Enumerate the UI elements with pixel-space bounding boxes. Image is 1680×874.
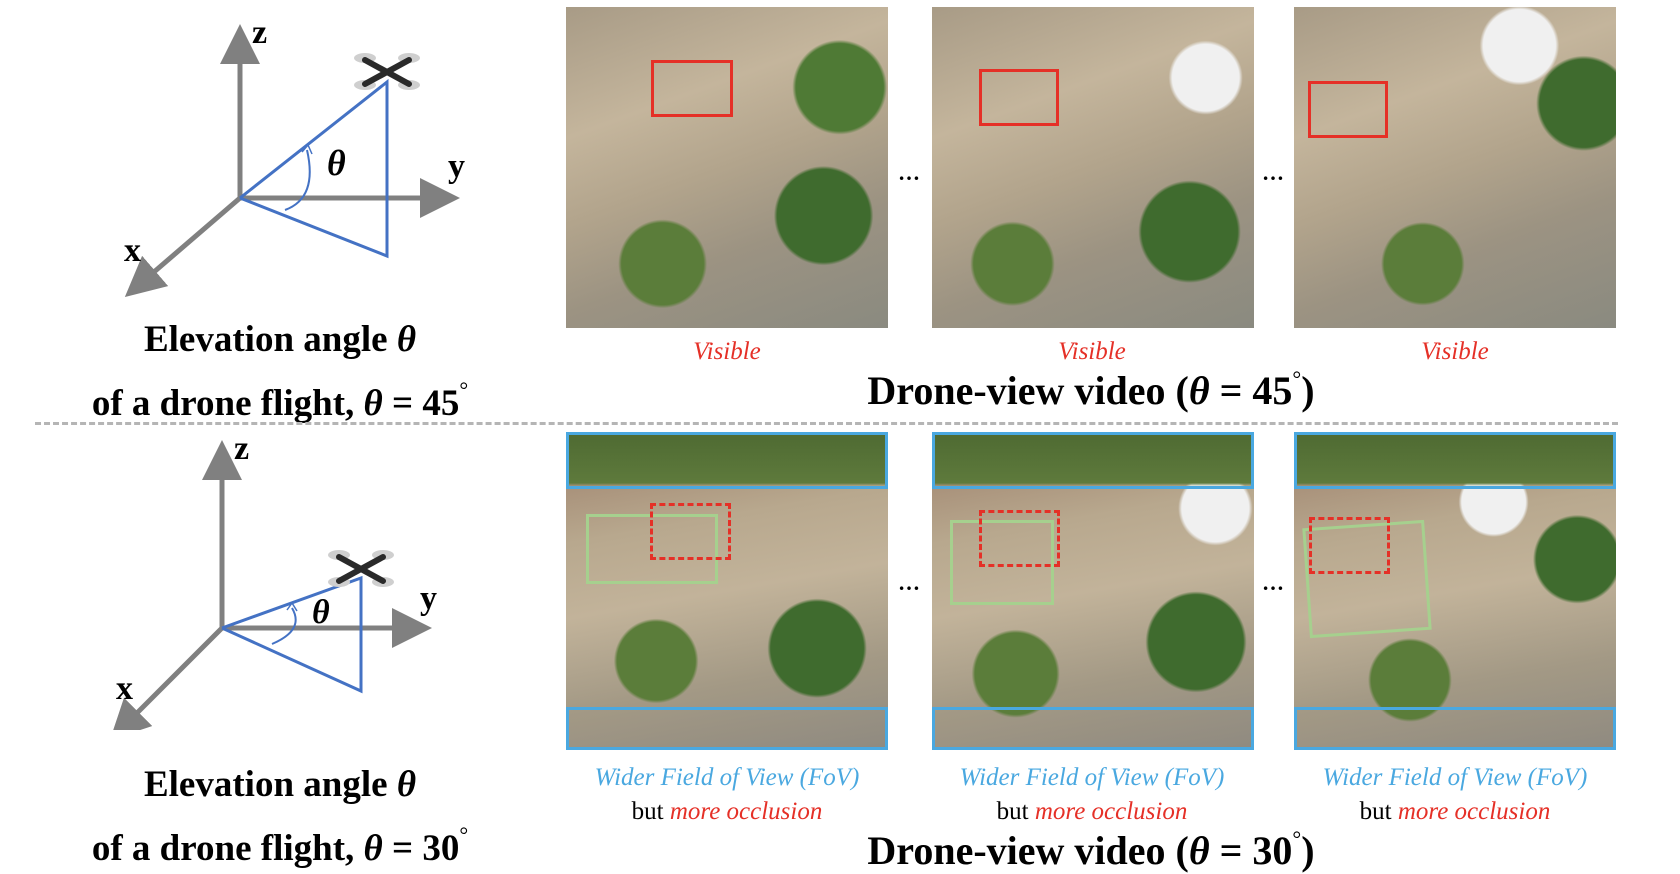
occluded-target-box — [979, 510, 1060, 567]
occluded-target-box — [650, 503, 731, 560]
aerial-photo — [1294, 7, 1616, 328]
y-axis-label: y — [420, 580, 437, 617]
drone-frame-30-2 — [932, 432, 1254, 750]
x-axis-label: x — [124, 232, 141, 269]
elevation-diagram-30: z y x θ Elevation angle θ of a drone fli… — [0, 430, 560, 874]
elevation-diagram-45: z y x θ Elevation angle θ of a drone fli… — [0, 0, 560, 424]
ellipsis: … — [898, 160, 921, 185]
aerial-photo — [566, 7, 888, 328]
row-divider — [35, 422, 1618, 425]
fov-gain-box-bottom — [1294, 707, 1616, 750]
z-axis-label: z — [252, 14, 268, 51]
visible-target-box — [651, 60, 733, 117]
aerial-photo — [566, 432, 888, 750]
visible-target-box — [979, 69, 1059, 126]
axes-diagram-45 — [124, 24, 460, 298]
angle-theta-label: θ — [312, 594, 330, 631]
frame-caption: Visible — [1421, 338, 1489, 365]
drone-frame-30-1 — [566, 432, 888, 750]
diagram-title-30: Elevation angle θ of a drone flight, θ =… — [91, 764, 469, 869]
ellipsis: … — [1262, 160, 1285, 185]
visible-target-box — [1308, 81, 1388, 138]
diagram-title-45: Elevation angle θ of a drone flight, θ =… — [91, 319, 469, 424]
occlusion-caption: but more occlusion — [996, 798, 1188, 825]
fov-gain-box-top — [566, 432, 888, 489]
aerial-photo — [932, 7, 1254, 328]
row-title-45: Drone-view video (θ = 45°) — [867, 366, 1315, 413]
frame-caption: Visible — [693, 338, 761, 365]
aerial-photo — [932, 432, 1254, 750]
fov-gain-box-top — [1294, 432, 1616, 489]
angle-theta-label: θ — [327, 143, 346, 183]
ellipsis: … — [898, 570, 921, 595]
drone-icon — [328, 550, 394, 587]
target-building-box — [950, 520, 1054, 605]
y-axis-label: y — [448, 148, 465, 185]
occluded-target-box — [1309, 517, 1390, 574]
axes-diagram-30 — [109, 440, 432, 730]
x-axis-label: x — [116, 670, 133, 707]
ellipsis: … — [1262, 570, 1285, 595]
drone-icon — [354, 53, 420, 90]
rotation-arrow-icon — [284, 149, 311, 211]
occlusion-caption: but more occlusion — [1359, 798, 1551, 825]
frame-caption: Visible — [1058, 338, 1126, 365]
rotation-arrow-icon — [271, 607, 297, 645]
fov-gain-box-top — [932, 432, 1254, 489]
drone-frame-45-3 — [1294, 7, 1616, 328]
fov-gain-box-bottom — [566, 707, 888, 750]
drone-frame-30-3 — [1294, 432, 1616, 750]
drone-frame-45-1 — [566, 7, 888, 328]
z-axis-label: z — [234, 430, 250, 467]
aerial-photo — [1294, 432, 1616, 750]
occlusion-caption: but more occlusion — [631, 798, 823, 825]
row-title-30: Drone-view video (θ = 30°) — [867, 826, 1315, 873]
fov-caption: Wider Field of View (FoV) — [594, 764, 860, 791]
drone-frame-45-2 — [932, 7, 1254, 328]
fov-caption: Wider Field of View (FoV) — [1322, 764, 1588, 791]
fov-caption: Wider Field of View (FoV) — [959, 764, 1225, 791]
fov-gain-box-bottom — [932, 707, 1254, 750]
